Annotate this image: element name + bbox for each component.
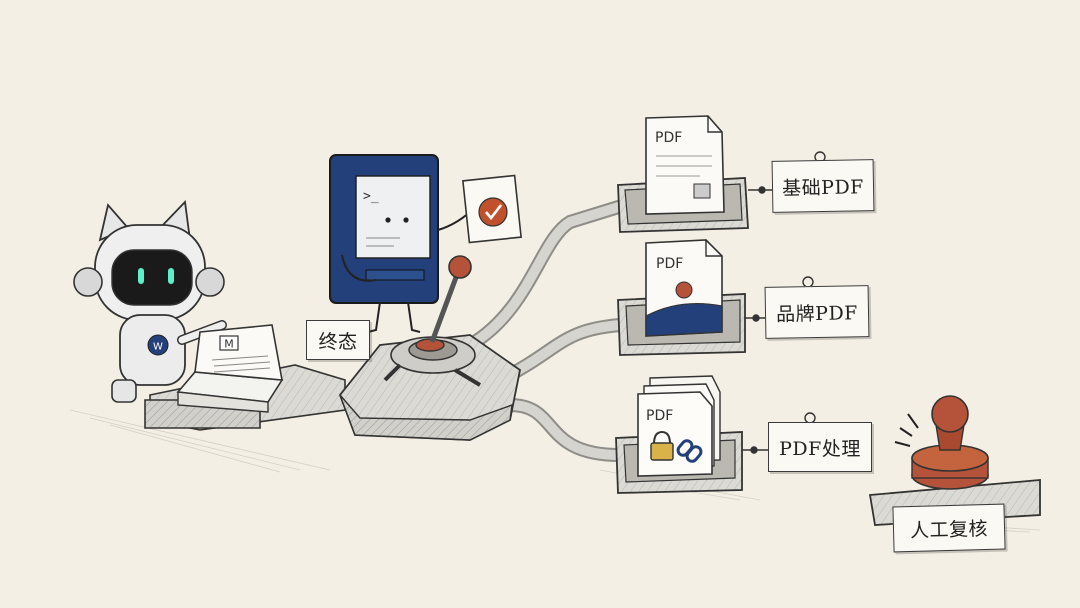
human-review-tag: 人工复核 — [892, 503, 1006, 553]
output-pdf-processing: PDF — [615, 375, 743, 494]
pdf-label: PDF — [655, 130, 682, 146]
brand-pdf-tag: 品牌PDF — [764, 285, 870, 339]
pdf-label: PDF — [646, 408, 673, 424]
checklist-card — [462, 174, 522, 244]
basic-pdf-tag: 基础PDF — [771, 159, 875, 213]
link-icon — [676, 439, 703, 463]
output-basic-pdf: PDF — [617, 115, 749, 233]
stack-mark: M — [224, 338, 234, 351]
output-pipes — [466, 198, 628, 462]
lock-icon — [650, 430, 674, 461]
final-state-tag: 终态 — [306, 320, 370, 360]
tag-connectors — [742, 151, 826, 454]
terminal-icon: >_ — [363, 189, 379, 204]
lever-icon — [415, 255, 472, 352]
pdf-processing-tag: PDF处理 — [768, 422, 872, 472]
paper-stack: M — [176, 324, 284, 413]
robot-cat: W — [73, 200, 227, 403]
robot-badge: W — [153, 342, 163, 353]
terminal-character: >_ — [329, 154, 522, 333]
pdf-label: PDF — [656, 256, 683, 272]
checkmark-icon — [478, 197, 508, 227]
output-brand-pdf: PDF — [617, 239, 746, 356]
router-hub — [338, 255, 521, 441]
